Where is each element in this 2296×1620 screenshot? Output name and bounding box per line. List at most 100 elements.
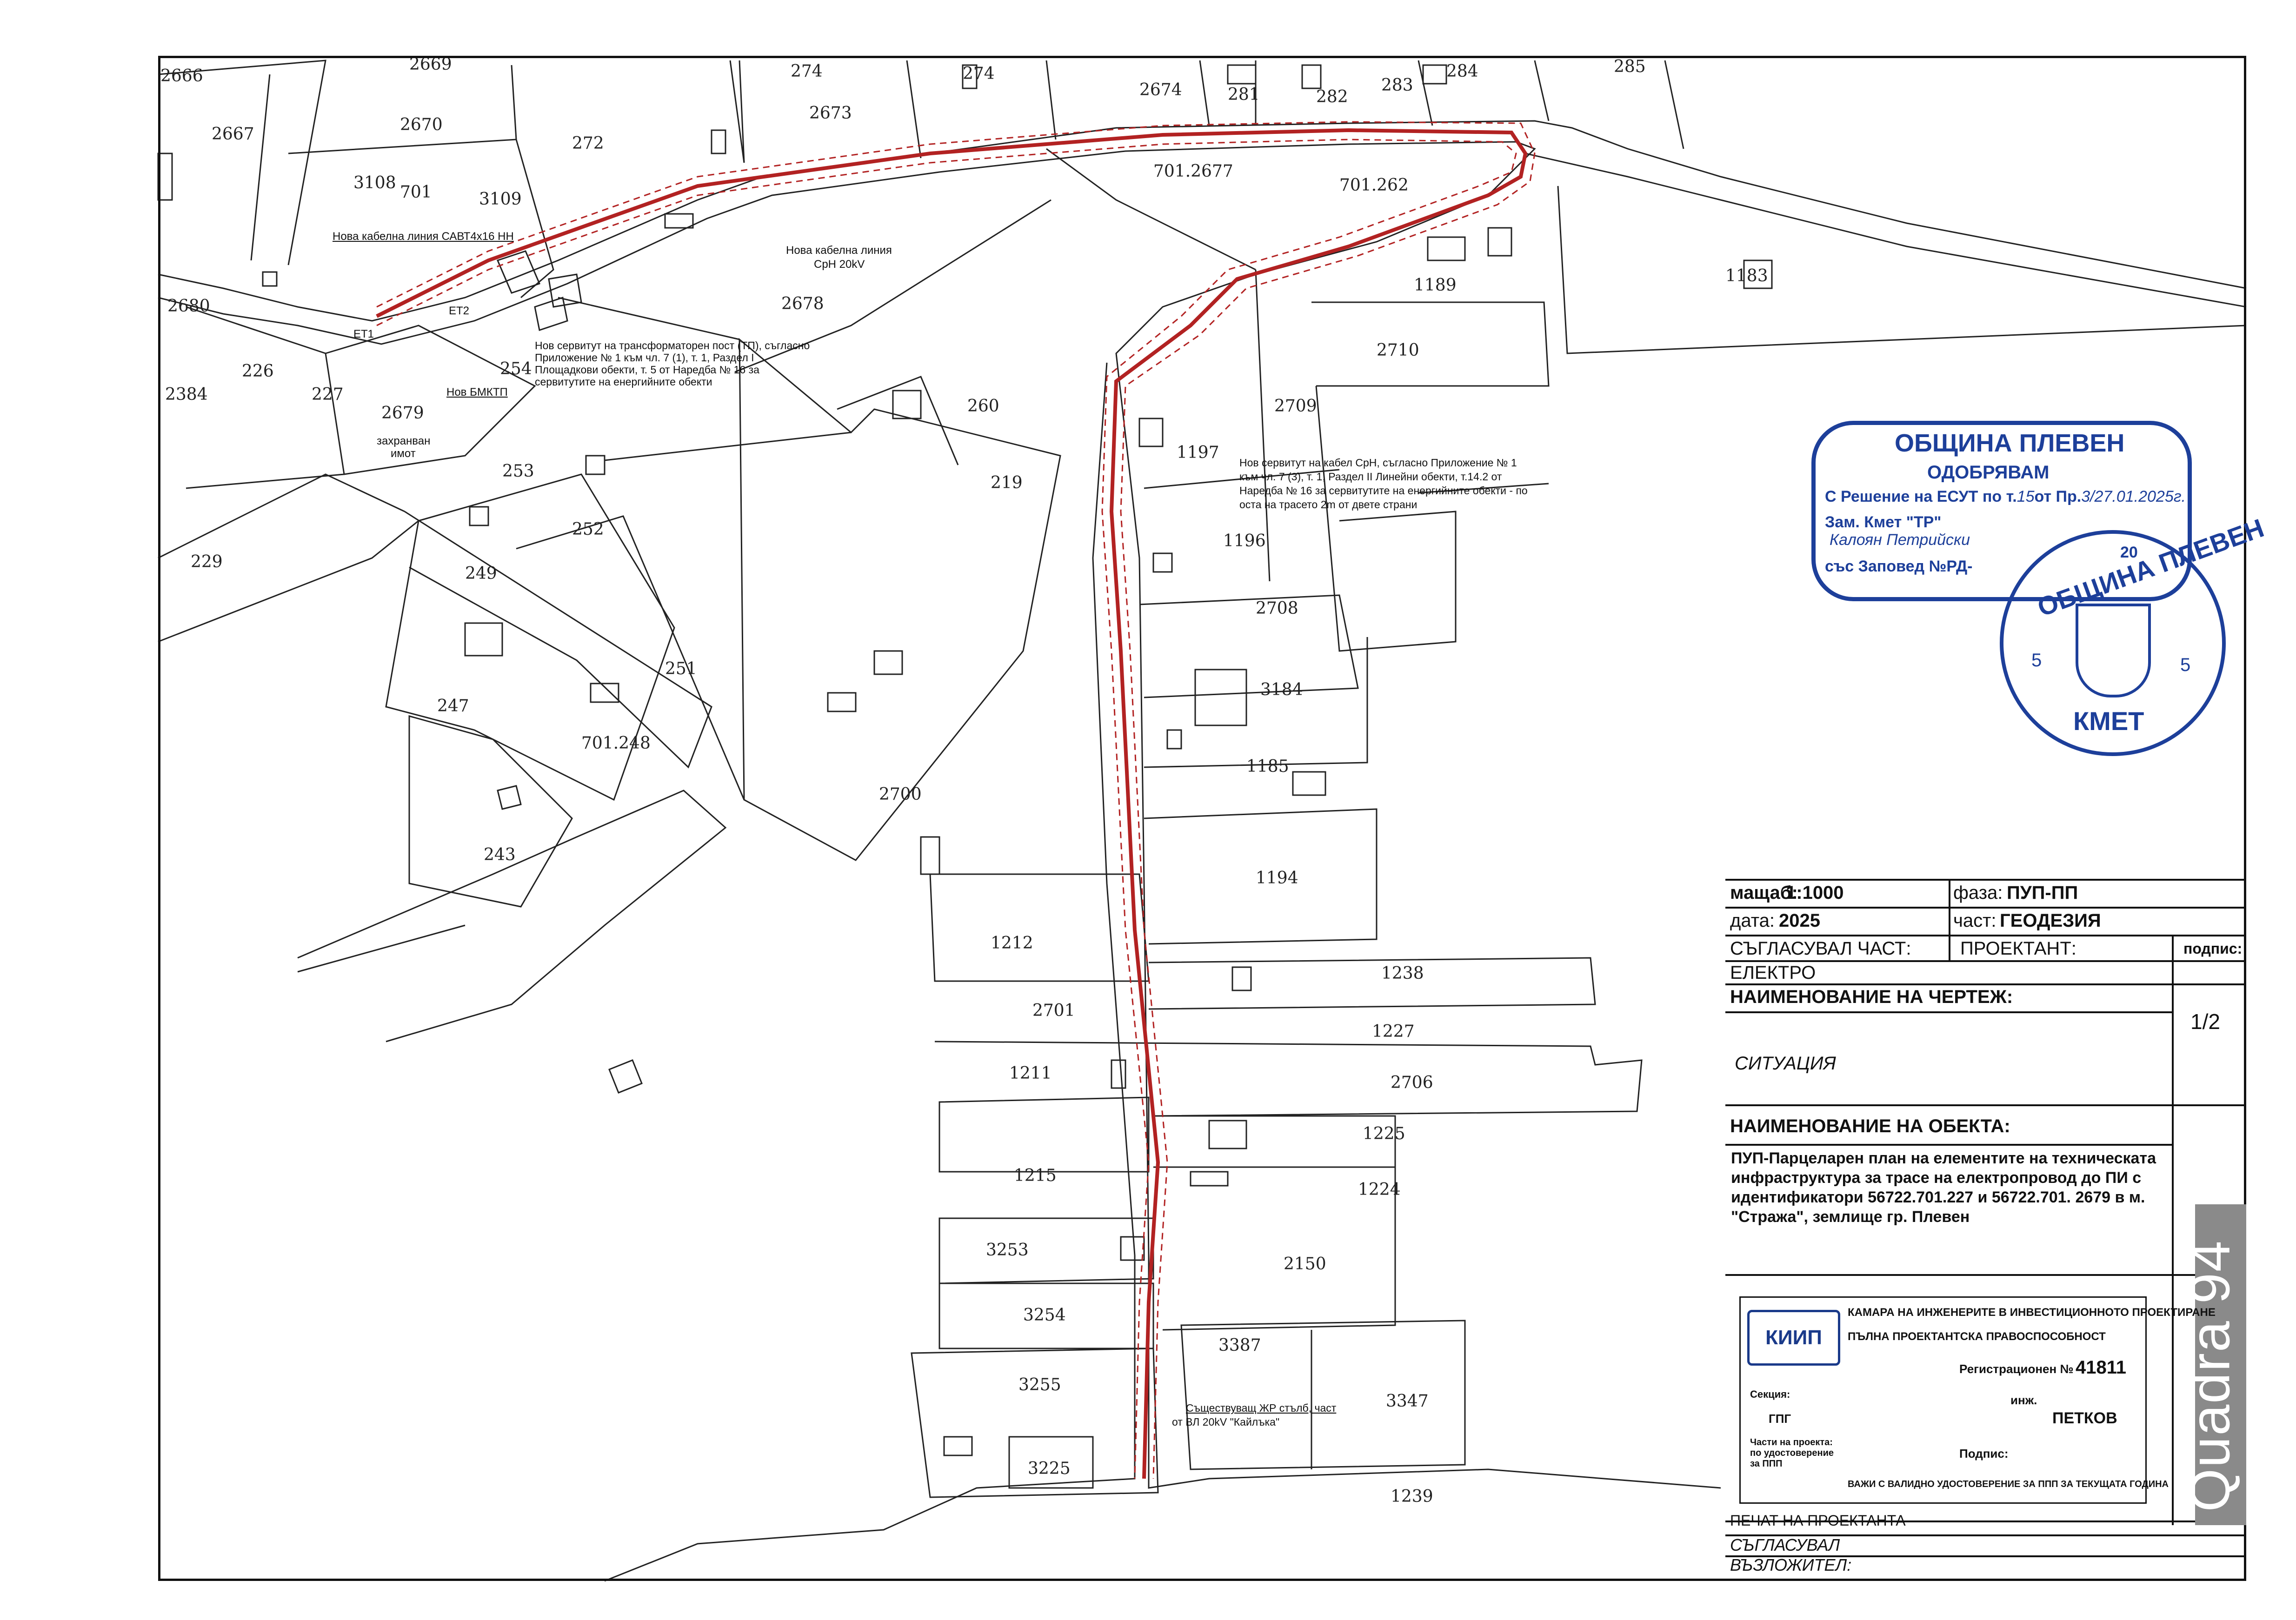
parcel-boundaries	[158, 60, 2247, 1582]
kiip-engineer: ПЕТКОВ	[2052, 1409, 2117, 1427]
parcel-label: 1189	[1414, 276, 1457, 295]
parcel-label: 2710	[1377, 341, 1419, 360]
existing-pole-label-1: Съществуващ ЖР стълб, част	[1186, 1402, 1337, 1414]
parcel-label: 3109	[479, 190, 522, 209]
parcel-label: 1239	[1391, 1487, 1433, 1506]
parcel-label: 227	[312, 385, 344, 404]
parcel-label: 3108	[353, 173, 396, 193]
et2-label: ЕТ2	[449, 305, 470, 317]
zahranvan-label-2: имот	[391, 447, 416, 460]
parcel-label: 1212	[991, 934, 1033, 953]
kiip-valid: ВАЖИ С ВАЛИДНО УДОСТОВЕРЕНИЕ ЗА ППП ЗА Т…	[1848, 1479, 2169, 1489]
parcel-label: 254	[500, 359, 532, 378]
parcel-label: 701	[400, 183, 432, 202]
kiip-sign-label: Подпис:	[1959, 1447, 2009, 1461]
stamp-decision-num: 15	[2016, 488, 2035, 505]
parcel-label: 2709	[1274, 397, 1317, 416]
parcel-label: 229	[191, 552, 223, 571]
phase-label: фаза:	[1953, 883, 2003, 903]
et1-label: ЕТ1	[353, 328, 374, 340]
kiip-chamber: КАМАРА НА ИНЖЕНЕРИТЕ В ИНВЕСТИЦИОННОТО П…	[1848, 1306, 2216, 1319]
stamp-approve: ОДОБРЯВАМ	[1927, 462, 2050, 483]
parcel-label: 2670	[400, 115, 443, 134]
parcel-label: 3387	[1218, 1336, 1261, 1355]
stamp-order: със Заповед №РД-	[1825, 558, 1973, 575]
parcel-label: 1196	[1223, 531, 1266, 551]
parcel-label: 3253	[986, 1241, 1029, 1260]
kiip-capacity: ПЪЛНА ПРОЕКТАНТСКА ПРАВОСПОСОБНОСТ	[1848, 1330, 2106, 1343]
approval-stamp: ОБЩИНА ПЛЕВЕН ОДОБРЯВАМ С Решение на ЕСУ…	[1811, 421, 2192, 601]
parcel-label: 2666	[160, 66, 203, 86]
parcel-number-labels: 2666 2669 2667 2670 3108 701 3109 272 27…	[160, 55, 1768, 1506]
assignor-label: ВЪЗЛОЖИТЕЛ:	[1730, 1555, 1852, 1574]
quadra-logo: Quadra 94	[2179, 1204, 2246, 1525]
stamp-decision-num2: 3	[2081, 488, 2090, 505]
designer-stamp-label: ПЕЧАТ НА ПРОЕКТАНТА	[1730, 1512, 1906, 1529]
buildings	[157, 64, 1773, 1489]
parcel-label: 701.262	[1339, 176, 1409, 195]
drawing-name: СИТУАЦИЯ	[1735, 1053, 1836, 1074]
date-value: 2025	[1779, 910, 1820, 931]
cable-srn-label-2: СрН 20kV	[814, 258, 865, 271]
agreed-label: СЪГЛАСУВАЛ	[1730, 1535, 1840, 1554]
parcel-label: 2701	[1032, 1001, 1075, 1020]
parcel-label: 1183	[1725, 266, 1768, 285]
parcel-label: 1224	[1358, 1180, 1401, 1199]
title-block: мащаб: 1:1000 фаза: ПУП-ПП дата: 2025 ча…	[1725, 879, 2246, 1581]
parcel-label: 274	[791, 62, 823, 81]
stamp-circle-num-left: 5	[2031, 650, 2042, 671]
kiip-parts-label: Части на проекта: по удостоверение за ПП…	[1750, 1437, 1834, 1469]
parcel-label: 3347	[1386, 1392, 1429, 1411]
stamp-circle-num-right: 5	[2180, 655, 2191, 675]
kiip-stamp: КИИП КАМАРА НА ИНЖЕНЕРИТЕ В ИНВЕСТИЦИОНН…	[1739, 1296, 2216, 1504]
parcel-label: 2674	[1139, 80, 1182, 100]
parcel-label: 2678	[781, 294, 824, 313]
cable-route	[376, 121, 1536, 1479]
parcel-label: 701.248	[581, 734, 651, 753]
parcel-label: 285	[1614, 57, 1646, 76]
signature-label: подпис:	[2183, 940, 2243, 957]
parcel-label: 2680	[167, 297, 210, 316]
parcel-label: 284	[1446, 62, 1478, 81]
stamp-decision-text: С Решение на ЕСУТ по т.	[1825, 488, 2017, 505]
agreed-part-label: СЪГЛАСУВАЛ ЧАСТ:	[1730, 938, 1911, 959]
zahranvan-label-1: захранван	[377, 435, 431, 447]
parcel-label: 252	[572, 520, 604, 539]
parcel-label: 1225	[1363, 1124, 1405, 1143]
stamp-decision: С Решение на ЕСУТ по т.15от Пр.3/27.01.2…	[1825, 488, 2186, 506]
scale-value: 1:1000	[1786, 883, 1844, 903]
parcel-label: 701.2677	[1153, 162, 1233, 181]
drawing-name-label: НАИМЕНОВАНИЕ НА ЧЕРТЕЖ:	[1730, 987, 2013, 1007]
date-label: дата:	[1730, 910, 1775, 931]
parcel-label: 226	[242, 362, 274, 381]
parcel-label: 272	[572, 134, 604, 153]
kiip-engineer-label: инж.	[2010, 1393, 2037, 1407]
parcel-label: 219	[991, 473, 1023, 492]
parcel-label: 2673	[809, 104, 852, 123]
parcel-label: 3255	[1018, 1375, 1061, 1394]
parcel-label: 247	[437, 697, 469, 716]
parcel-label: 2708	[1256, 599, 1298, 618]
kiip-section-label: Секция:	[1750, 1388, 1790, 1400]
parcel-label: 1227	[1372, 1022, 1415, 1041]
parcel-label: 2150	[1284, 1255, 1326, 1274]
object-name-label: НАИМЕНОВАНИЕ НА ОБЕКТА:	[1730, 1116, 2010, 1136]
stamp-decision-mid: от Пр.	[2034, 488, 2082, 505]
kiip-reg-label: Регистрационен №	[1959, 1362, 2074, 1376]
existing-pole-label-2: от ВЛ 20kV "Кайлъка"	[1172, 1416, 1280, 1428]
stamp-decision-date: /27.01.2025г.	[2090, 488, 2186, 505]
parcel-label: 253	[502, 462, 534, 481]
parcel-label: 3225	[1028, 1459, 1071, 1478]
parcel-label: 1211	[1009, 1064, 1052, 1083]
coat-of-arms-icon	[2076, 604, 2151, 697]
parcel-label: 1185	[1246, 757, 1289, 776]
parcel-label: 1197	[1177, 443, 1219, 462]
stamp-municipality: ОБЩИНА ПЛЕВЕН	[1895, 429, 2125, 457]
parcel-label: 1194	[1256, 869, 1298, 888]
cable-nn-label: Нова кабелна линия САВТ4х16 НН	[333, 230, 514, 243]
electro-label: ЕЛЕКТРО	[1730, 963, 1816, 983]
parcel-label: 2700	[879, 785, 922, 804]
drawing-frame	[158, 56, 2246, 1581]
servitude-cable-label: Нов сервитут на кабел СрН, съгласно Прил…	[1239, 457, 1528, 511]
